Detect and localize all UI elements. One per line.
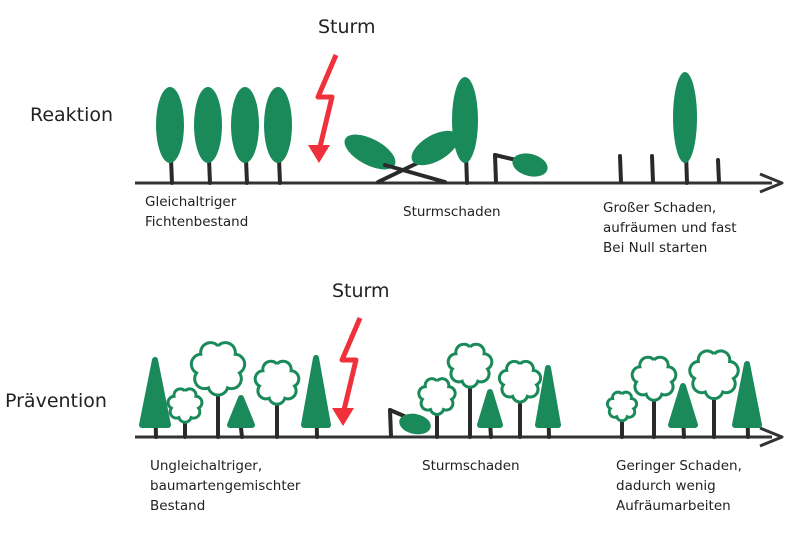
time-axis-bottom-arrow xyxy=(759,426,784,448)
lightning-bottom xyxy=(339,317,363,411)
deciduous-tree-icon xyxy=(688,349,740,401)
stump xyxy=(716,158,721,184)
spruce-tree-icon xyxy=(139,357,171,428)
fallen-tree-icon xyxy=(411,130,459,166)
caption-top-3: Großer Schaden, aufräumen und fast Bei N… xyxy=(603,200,737,256)
conifer-tree-icon xyxy=(231,87,259,163)
time-axis-top-arrow xyxy=(759,172,784,194)
broken-trunk xyxy=(383,163,447,184)
deciduous-tree-icon xyxy=(605,390,639,423)
deciduous-tree-icon xyxy=(417,377,457,416)
conifer-tree-icon xyxy=(452,77,478,163)
conifer-tree-icon xyxy=(156,87,184,163)
caption-top-2: Sturmschaden xyxy=(403,204,501,220)
conifer-tree-icon xyxy=(673,72,697,163)
deciduous-tree-icon xyxy=(446,342,494,389)
fallen-tree-icon xyxy=(344,134,396,170)
caption-top-1: Gleichaltriger Fichtenbestand xyxy=(145,194,249,230)
stump xyxy=(618,154,623,184)
caption-bottom-3: Geringer Schaden, dadurch wenig Aufräuma… xyxy=(616,458,742,514)
deciduous-tree-icon xyxy=(166,387,204,424)
conifer-tree-icon xyxy=(264,87,292,163)
conifer-tree-icon xyxy=(194,87,222,163)
caption-bottom-1: Ungleichaltriger, baumartengemischter Be… xyxy=(150,458,301,514)
row-label-reaktion: Reaktion xyxy=(30,104,114,126)
spruce-tree-icon xyxy=(301,355,331,428)
row-label-praevention: Prävention xyxy=(5,390,107,412)
deciduous-tree-icon xyxy=(253,359,301,406)
deciduous-tree-icon xyxy=(189,341,247,397)
fallen-tree-icon xyxy=(512,153,548,177)
spruce-tree-icon xyxy=(477,389,503,428)
lightning-top-tip xyxy=(308,145,330,163)
spruce-tree-icon xyxy=(535,365,561,428)
lightning-bottom-tip xyxy=(332,408,354,426)
storm-label-top: Sturm xyxy=(318,16,376,38)
lightning-top xyxy=(315,54,339,148)
stump xyxy=(493,153,498,184)
deciduous-tree-icon xyxy=(497,359,543,404)
stump xyxy=(650,154,655,184)
deciduous-tree-icon xyxy=(630,355,678,402)
spruce-tree-icon xyxy=(227,395,255,428)
spruce-tree-icon xyxy=(732,361,762,428)
spruce-tree-icon xyxy=(668,383,698,428)
fallen-tree-icon xyxy=(399,413,431,435)
storm-label-bottom: Sturm xyxy=(332,280,390,302)
caption-bottom-2: Sturmschaden xyxy=(422,458,520,474)
trunk xyxy=(239,426,244,439)
stump xyxy=(388,408,393,438)
